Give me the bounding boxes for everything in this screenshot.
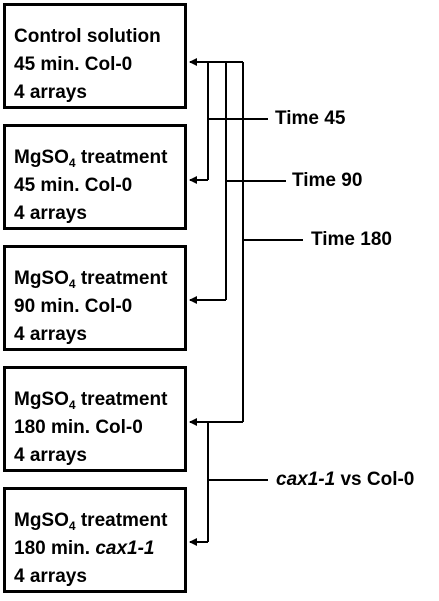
- sample-box-mgso4-90: MgSO4 treatment 90 min. Col-0 4 arrays: [3, 245, 187, 351]
- box-title: MgSO4 treatment: [14, 510, 168, 533]
- box-condition: 180 min. Col-0: [14, 417, 143, 438]
- box-array-count: 4 arrays: [14, 566, 87, 587]
- box-condition: 45 min. Col-0: [14, 175, 133, 196]
- box-array-count: 4 arrays: [14, 324, 87, 345]
- box-array-count: 4 arrays: [14, 445, 87, 466]
- sample-box-mgso4-180-cax1: MgSO4 treatment 180 min. cax1-1 4 arrays: [3, 487, 187, 593]
- box-title: MgSO4 treatment: [14, 268, 168, 291]
- box-array-count: 4 arrays: [14, 82, 87, 103]
- box-condition: 45 min. Col-0: [14, 54, 133, 75]
- sample-box-mgso4-180-col0: MgSO4 treatment 180 min. Col-0 4 arrays: [3, 366, 187, 472]
- sample-box-mgso4-45: MgSO4 treatment 45 min. Col-0 4 arrays: [3, 124, 187, 230]
- box-condition: 90 min. Col-0: [14, 296, 133, 317]
- box-title: Control solution: [14, 26, 161, 47]
- box-title: MgSO4 treatment: [14, 147, 168, 170]
- box-array-count: 4 arrays: [14, 203, 87, 224]
- box-title: MgSO4 treatment: [14, 389, 168, 412]
- label-time-45: Time 45: [275, 108, 346, 129]
- label-cax-vs-col0: cax1-1 vs Col-0: [276, 469, 415, 490]
- box-condition: 180 min. cax1-1: [14, 538, 155, 559]
- label-time-90: Time 90: [292, 170, 363, 191]
- sample-box-control-45: Control solution 45 min. Col-0 4 arrays: [3, 3, 187, 109]
- label-time-180: Time 180: [311, 229, 392, 250]
